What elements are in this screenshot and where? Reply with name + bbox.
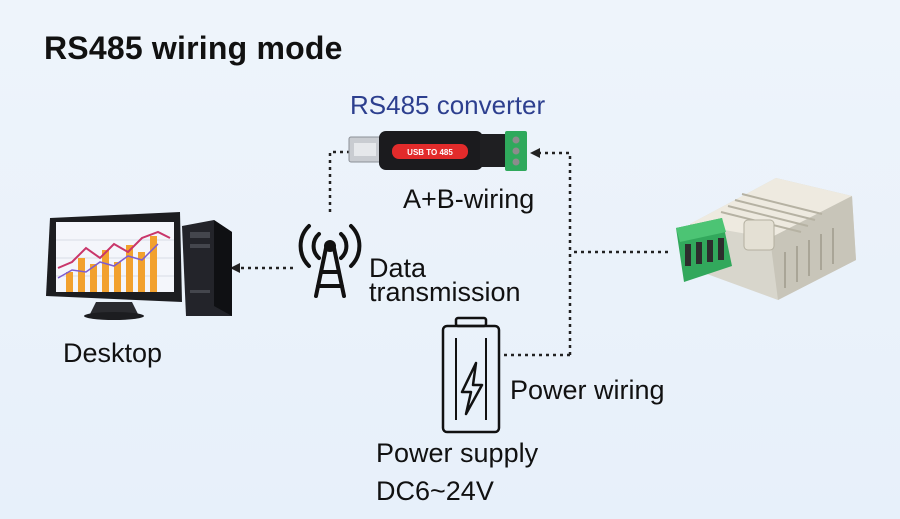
antenna-icon — [298, 224, 362, 298]
usb-stick-text: USB TO 485 — [407, 148, 453, 157]
power-voltage-label: DC6~24V — [376, 476, 494, 506]
power-supply-label: Power supply — [376, 438, 539, 468]
connection-lines — [238, 150, 668, 357]
bus-to-converter-line — [540, 151, 572, 355]
desktop-label: Desktop — [63, 338, 163, 368]
arrowhead-converter — [530, 148, 540, 158]
page-title: RS485 wiring mode — [44, 30, 343, 66]
battery-lightning-icon — [441, 316, 501, 434]
data-transmission-label-line2: transmission — [369, 277, 521, 307]
usb-rs485-converter-icon: USB TO 485 — [348, 131, 527, 171]
power-wiring-label: Power wiring — [510, 375, 665, 405]
converter-label: RS485 converter — [350, 90, 546, 120]
ab-wiring-label: A+B-wiring — [403, 184, 535, 214]
data-transmission-label-line1: Data — [369, 253, 427, 283]
desktop-computer-icon — [46, 212, 232, 320]
sensor-device-icon — [676, 178, 856, 300]
arrowhead-desktop — [230, 263, 240, 273]
